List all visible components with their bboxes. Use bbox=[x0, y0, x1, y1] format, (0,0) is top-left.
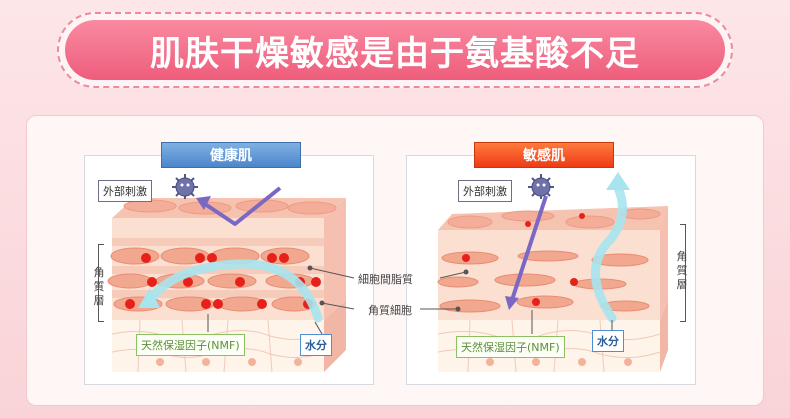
arrow-water-retain-icon bbox=[138, 288, 160, 308]
arrow-water-escape-icon bbox=[606, 172, 630, 190]
title-banner: 肌肤干燥敏感是由于氨基酸不足 bbox=[57, 12, 733, 88]
arrow-penetrate-icon bbox=[510, 195, 548, 301]
sensitive-layer-label: 角質層 bbox=[676, 250, 688, 291]
healthy-nmf-label: 天然保湿因子(NMF) bbox=[136, 334, 245, 356]
page-title: 肌肤干燥敏感是由于氨基酸不足 bbox=[65, 20, 725, 80]
healthy-stimulus-label: 外部刺激 bbox=[98, 180, 152, 202]
sensitive-skin-title: 敏感肌 bbox=[474, 142, 614, 168]
healthy-layer-label: 角質層 bbox=[93, 266, 105, 307]
arrow-reflect-icon bbox=[203, 186, 282, 226]
germ-icon bbox=[528, 174, 554, 199]
healthy-skin-title: 健康肌 bbox=[161, 142, 301, 168]
sensitive-nmf-label: 天然保湿因子(NMF) bbox=[456, 336, 565, 358]
corneocyte-label: 角質細胞 bbox=[368, 304, 412, 317]
sensitive-water-label: 水分 bbox=[592, 330, 624, 352]
lipid-label: 細胞間脂質 bbox=[358, 273, 413, 286]
germ-icon bbox=[172, 174, 198, 199]
healthy-layer-bracket bbox=[98, 244, 104, 322]
sensitive-layer-bracket bbox=[680, 224, 686, 322]
healthy-water-label: 水分 bbox=[300, 334, 332, 356]
sensitive-stimulus-label: 外部刺激 bbox=[458, 180, 512, 202]
